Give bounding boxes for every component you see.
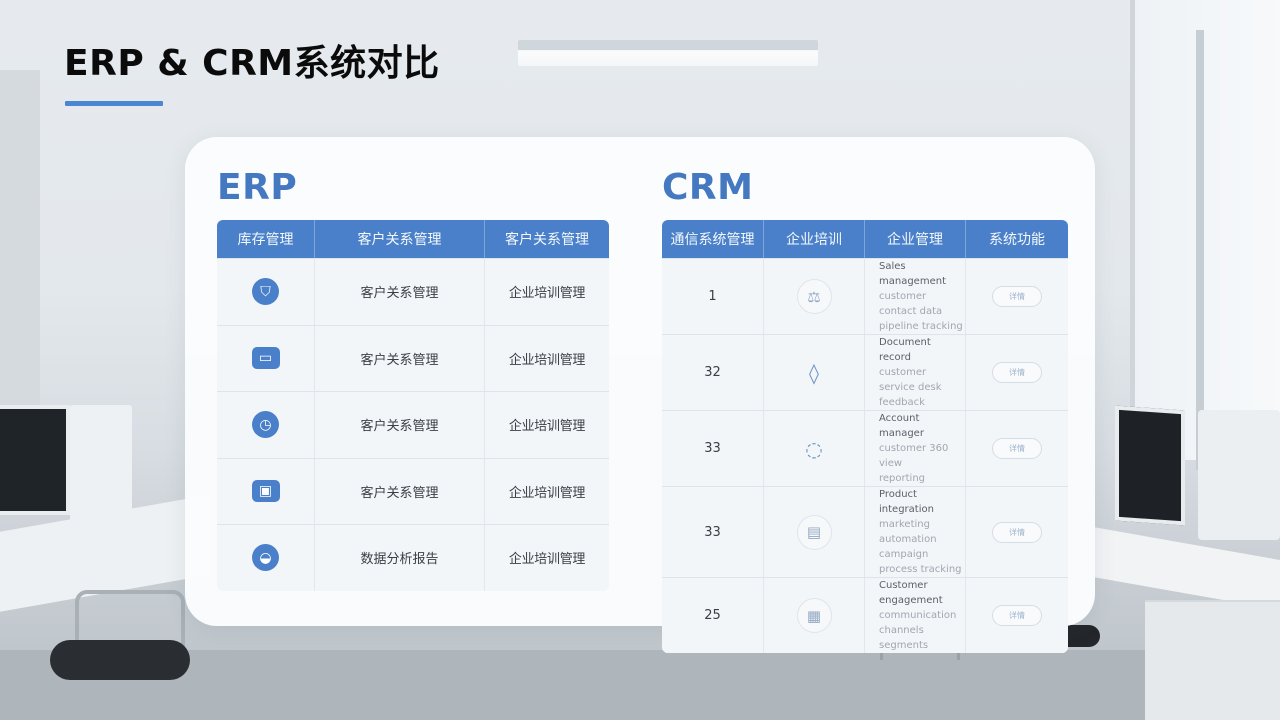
description-cell: Sales management customer contact data p… [865, 258, 966, 334]
column-header[interactable]: 客户关系管理 [315, 220, 485, 258]
column-header[interactable]: 库存管理 [217, 220, 315, 258]
table-row: ◒ 数据分析报告 企业培训管理 [217, 524, 609, 591]
leaf-icon: ◌ [805, 436, 823, 461]
erp-title: ERP [217, 167, 298, 208]
window-frame [1130, 0, 1135, 470]
details-button[interactable]: 详情 [992, 362, 1042, 383]
title-underline [65, 101, 163, 106]
erp-table: 库存管理 客户关系管理 客户关系管理 ⛉ 客户关系管理 企业培训管理 ▭ 客户关… [217, 220, 609, 591]
monitor [0, 405, 70, 515]
feature-cell: 数据分析报告 [315, 524, 485, 591]
detail-cell: 企业培训管理 [485, 391, 609, 458]
detail-cell: 企业培训管理 [485, 457, 609, 524]
ceiling-light [518, 40, 818, 66]
table-row: ▭ 客户关系管理 企业培训管理 [217, 324, 609, 391]
value-cell: 25 [662, 577, 764, 653]
details-button[interactable]: 详情 [992, 286, 1042, 307]
feature-cell: 客户关系管理 [315, 258, 485, 325]
detail-cell: 企业培训管理 [485, 324, 609, 391]
shield-icon: ⛉ [252, 278, 279, 306]
chat-icon: ◒ [252, 544, 279, 572]
table-header-row: 库存管理 客户关系管理 客户关系管理 [217, 220, 609, 258]
table-row: 33 ◌ Account manager customer 360 view r… [662, 410, 1068, 486]
table-row: ▣ 客户关系管理 企业培训管理 [217, 457, 609, 524]
clock-icon: ◷ [252, 411, 279, 439]
monitor-icon: ▦ [796, 598, 832, 633]
table-header-row: 通信系统管理 企业培训 企业管理 系统功能 [662, 220, 1068, 258]
description-cell: Product integration marketing automation… [865, 486, 966, 577]
monitor [1115, 405, 1185, 526]
monitor [70, 405, 132, 525]
detail-cell: 企业培训管理 [485, 524, 609, 591]
description-cell: Document record customer service desk fe… [865, 334, 966, 410]
chair [75, 590, 185, 650]
feature-cell: 客户关系管理 [315, 457, 485, 524]
document-icon: ▤ [796, 514, 832, 550]
details-button[interactable]: 详情 [992, 605, 1042, 626]
monitor [1198, 410, 1280, 540]
table-row: 25 ▦ Customer engagement communication c… [662, 577, 1068, 653]
drop-icon: ◊ [809, 360, 819, 385]
column-header[interactable]: 企业管理 [865, 220, 966, 258]
scale-icon: ⚖ [796, 279, 832, 314]
feature-cell: 客户关系管理 [315, 391, 485, 458]
column-header[interactable]: 通信系统管理 [662, 220, 764, 258]
detail-cell: 企业培训管理 [485, 258, 609, 325]
table-row: ◷ 客户关系管理 企业培训管理 [217, 391, 609, 458]
value-cell: 32 [662, 334, 764, 410]
column-header[interactable]: 客户关系管理 [485, 220, 609, 258]
description-cell: Customer engagement communication channe… [865, 577, 966, 653]
table-row: 32 ◊ Document record customer service de… [662, 334, 1068, 410]
details-button[interactable]: 详情 [992, 521, 1042, 543]
crm-table: 通信系统管理 企业培训 企业管理 系统功能 1 ⚖ Sales manageme… [662, 220, 1068, 653]
page-title: ERP & CRM系统对比 [64, 43, 440, 84]
table-row: 1 ⚖ Sales management customer contact da… [662, 258, 1068, 334]
feature-cell: 客户关系管理 [315, 324, 485, 391]
description-cell: Account manager customer 360 view report… [865, 410, 966, 486]
window [1130, 0, 1280, 460]
value-cell: 33 [662, 410, 764, 486]
crm-title: CRM [662, 167, 754, 208]
message-icon: ▭ [251, 347, 280, 370]
column-header[interactable]: 企业培训 [764, 220, 865, 258]
floor [0, 650, 1280, 720]
wall [0, 70, 40, 430]
chair [50, 640, 190, 680]
table-row: ⛉ 客户关系管理 企业培训管理 [217, 258, 609, 325]
value-cell: 1 [662, 258, 764, 334]
value-cell: 33 [662, 486, 764, 577]
cabinet [1145, 600, 1280, 720]
details-button[interactable]: 详情 [992, 438, 1042, 459]
window-frame [1196, 30, 1204, 470]
book-icon: ▣ [251, 480, 280, 503]
table-row: 33 ▤ Product integration marketing autom… [662, 486, 1068, 577]
column-header[interactable]: 系统功能 [966, 220, 1068, 258]
